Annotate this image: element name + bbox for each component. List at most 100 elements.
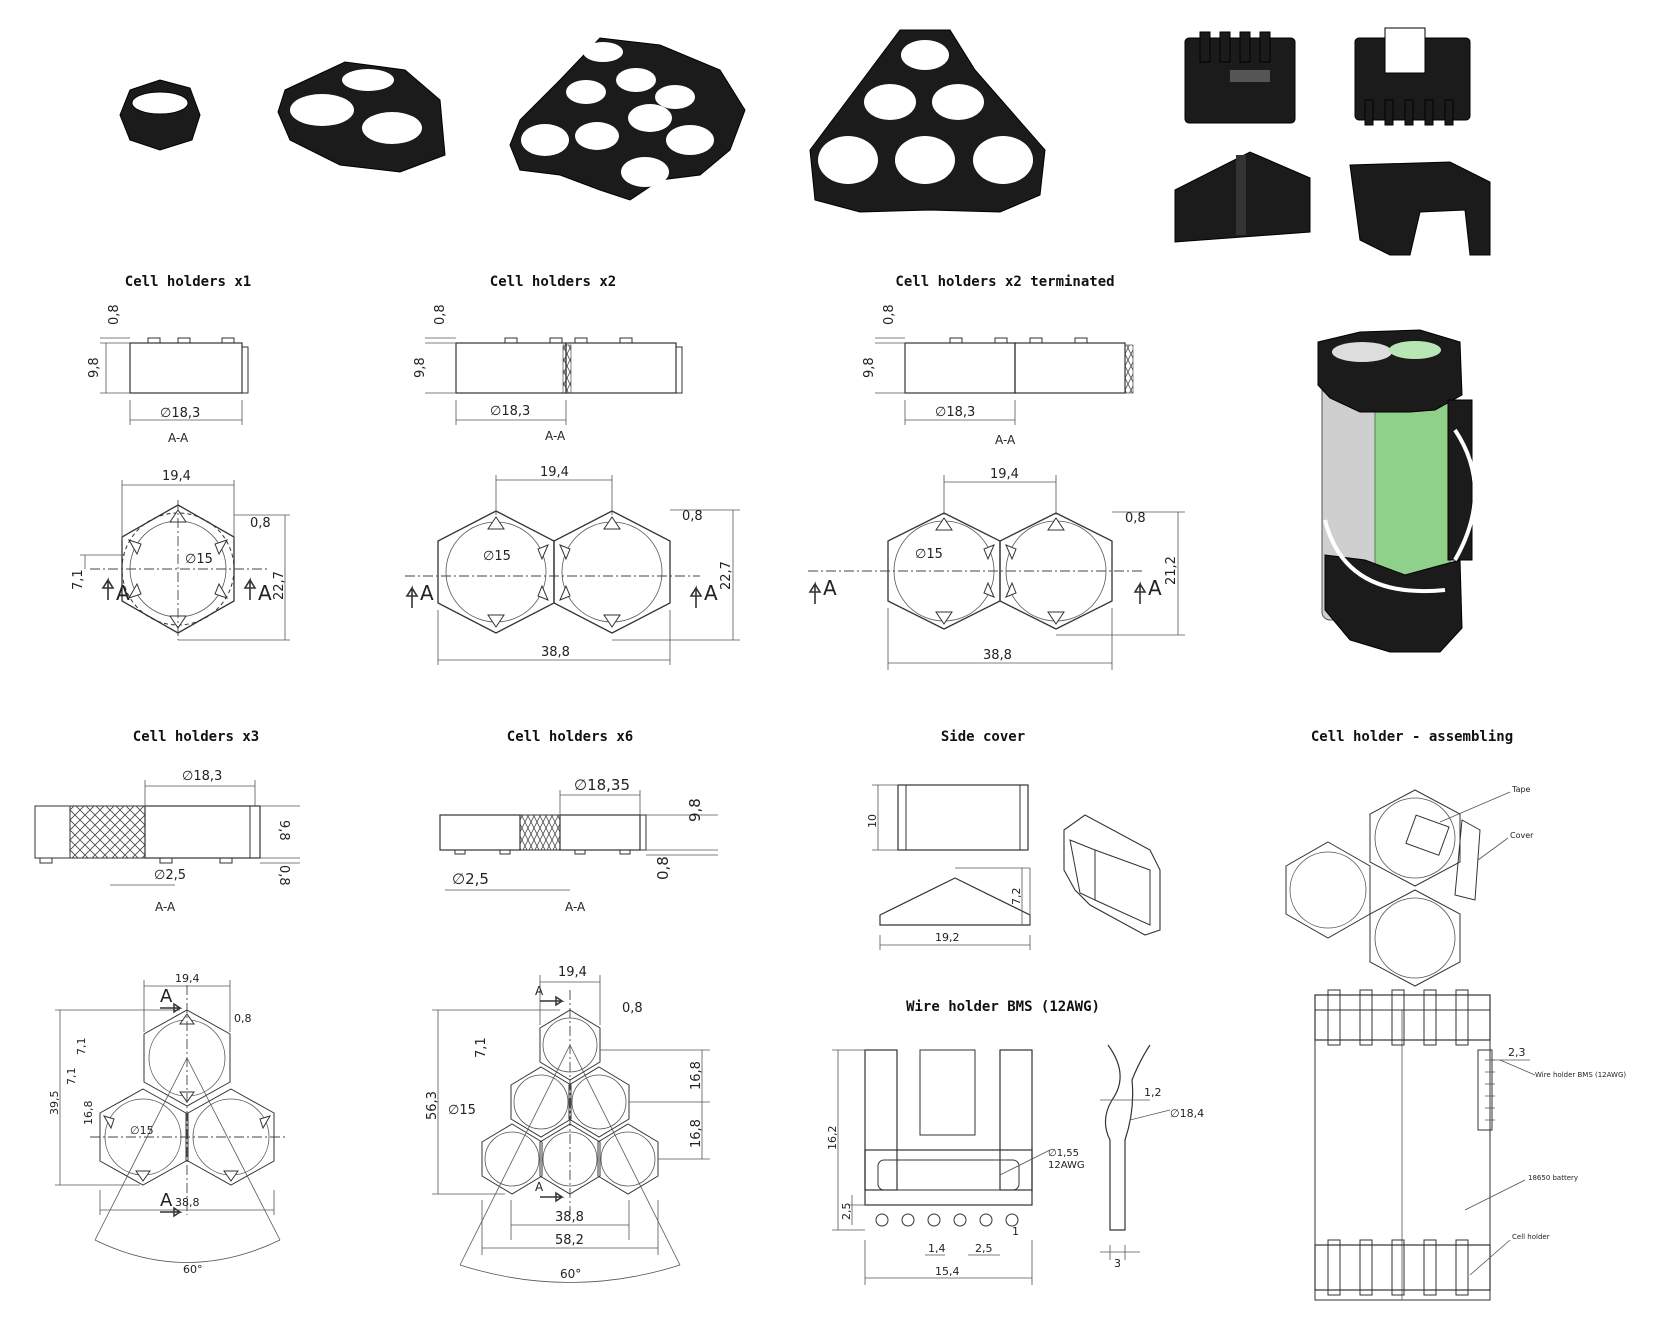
section-assembly-side-view: 2,3 Wire holder BMS (12AWG) 18650 batter… [1314,989,1626,1301]
dim-x6-hole: ∅2,5 [452,870,489,888]
dim-x6-width: 19,4 [558,965,587,980]
section-arrow-x3-top: A [160,986,173,1007]
dim-x3-offset-b: 7,1 [65,1068,78,1086]
dim-x3-inner: ∅15 [130,1124,154,1137]
dim-x1-dia: ∅18,3 [160,406,200,421]
dim-x3-h-body: 9,8 [276,820,291,841]
dim-x3-length: 38,8 [175,1196,200,1209]
dim-wire-awg: 12AWG [1048,1160,1085,1171]
section-cell-holders-x3: Cell holders x3 ∅18,3 ∅2,5 9,8 0,8 A-A 1… [34,729,300,1276]
photo-side-cover-side [1349,161,1491,256]
dim-side-cover-base: 19,2 [935,931,960,944]
dim-x2t-length: 38,8 [983,648,1012,663]
section-cell-holders-x2: Cell holders x2 0,8 9,8 ∅18,3 A-A 19,4 0… [405,274,740,665]
dim-x6-overall: 56,3 [425,1091,440,1120]
dim-x2t-height: 21,2 [1164,556,1179,585]
dim-x3-h-bottom: 0,8 [276,865,291,886]
dim-x2-h-top: 0,8 [433,304,448,325]
photo-nine-holders [509,37,746,201]
section-arrow-x1-left: A [116,581,130,605]
section-wire-holder-bms: Wire holder BMS (12AWG) 16,2 2,5 1,4 2,5… [826,999,1204,1285]
dim-x2-pitch: 19,4 [540,465,569,480]
dim-wire-width: 15,4 [935,1265,960,1278]
dim-wire-slot: 2,5 [840,1203,853,1221]
photo-assembled-battery-pack [1317,329,1477,653]
section-arrow-x3-bottom: A [160,1190,173,1211]
dim-x2t-inner: ∅15 [915,547,943,562]
section-arrow-x6-top: A [535,984,544,998]
label-battery: 18650 battery [1528,1174,1578,1182]
dim-wire-pitch: 2,5 [975,1242,993,1255]
section-arrow-x2t-right: A [1148,576,1162,600]
dim-x3-dia: ∅18,3 [182,769,222,784]
section-title-x3: Cell holders x3 [133,729,259,745]
dim-x1-height: 22,7 [272,571,287,600]
dim-x2t-h-body: 9,8 [862,357,877,378]
label-cover: Cover [1510,831,1534,840]
section-arrow-x6-bottom: A [535,1180,544,1194]
dim-x6-dia: ∅18,35 [574,776,630,794]
dim-x6-pitch-a: 16,8 [689,1061,704,1090]
section-arrow-x1-right: A [258,581,272,605]
dim-x1-tab: 0,8 [250,516,271,531]
label-tape: Tape [1511,785,1531,794]
dim-x2-tab: 0,8 [682,509,703,524]
photo-three-holders [277,61,446,173]
section-label-x6: A-A [565,900,586,914]
dim-wire-height: 16,2 [826,1126,839,1151]
dim-x3-angle: 60° [183,1263,203,1276]
photo-wire-holder-back [1354,27,1471,126]
dim-x6-offset: 7,1 [474,1037,489,1058]
dim-x2-dia: ∅18,3 [490,404,530,419]
section-cell-holders-x1: Cell holders x1 0,8 9,8 ∅18,3 A-A 19,4 0… [71,274,290,641]
dim-x2-length: 38,8 [541,645,570,660]
label-cell-holder: Cell holder [1512,1233,1550,1241]
section-cell-holder-assembling: Cell holder - assembling Tape Cover [1285,729,1534,987]
dim-assembly-offset: 2,3 [1508,1046,1526,1059]
dim-wire-thick: 1,2 [1144,1086,1162,1099]
dim-x6-tab: 0,8 [622,1001,643,1016]
section-title-assembling: Cell holder - assembling [1311,729,1513,745]
dim-wire-gap: 1,4 [928,1242,946,1255]
dim-x1-offset: 7,1 [71,569,86,590]
dim-wire-dia-155: ∅1,55 [1048,1148,1079,1159]
dim-x3-width: 19,4 [175,972,200,985]
photo-wire-holder-front [1184,31,1296,124]
photo-six-holders [809,29,1046,213]
section-title-side-cover: Side cover [941,729,1025,745]
dim-x6-h-body: 9,8 [686,798,704,822]
dim-x2t-h-top: 0,8 [882,304,897,325]
dim-x2-h-body: 9,8 [413,357,428,378]
dim-x6-h-bottom: 0,8 [654,856,672,880]
section-cell-holders-x6: Cell holders x6 ∅18,35 ∅2,5 9,8 0,8 A-A … [425,729,718,1283]
dim-x6-inner: ∅15 [448,1103,476,1118]
section-side-cover: Side cover 10 7,2 19,2 [866,729,1161,950]
dim-x1-inner: ∅15 [185,552,213,567]
section-title-x2-terminated: Cell holders x2 terminated [895,274,1114,290]
section-cell-holders-x2-terminated: Cell holders x2 terminated 0,8 9,8 ∅18,3… [808,274,1185,670]
dim-x6-angle: 60° [560,1267,581,1281]
section-label-x2: A-A [545,429,566,443]
label-wire-holder: Wire holder BMS (12AWG) [1535,1071,1626,1079]
dim-side-cover-height: 10 [866,814,879,828]
dim-side-cover-tri-h: 7,2 [1010,888,1023,906]
dim-wire-one: 1 [1012,1225,1019,1238]
section-title-wire-holder: Wire holder BMS (12AWG) [906,999,1100,1015]
dim-x2-inner: ∅15 [483,549,511,564]
dim-x1-h-top: 0,8 [107,304,122,325]
dim-x2t-tab: 0,8 [1125,511,1146,526]
section-title-x2: Cell holders x2 [490,274,616,290]
dim-x2-height: 22,7 [719,561,734,590]
dim-x3-offset-a: 7,1 [75,1038,88,1056]
section-arrow-x2-left: A [420,581,434,605]
photo-side-cover-front [1174,151,1311,243]
photo-single-holder [119,79,201,151]
dim-x2t-dia: ∅18,3 [935,405,975,420]
dim-wire-dia-184: ∅18,4 [1170,1107,1204,1120]
dim-x6-length-a: 38,8 [555,1210,584,1225]
dim-x1-h-body: 9,8 [87,357,102,378]
section-arrow-x2-right: A [704,581,718,605]
section-label-x3: A-A [155,900,176,914]
dim-x1-width: 19,4 [162,469,191,484]
